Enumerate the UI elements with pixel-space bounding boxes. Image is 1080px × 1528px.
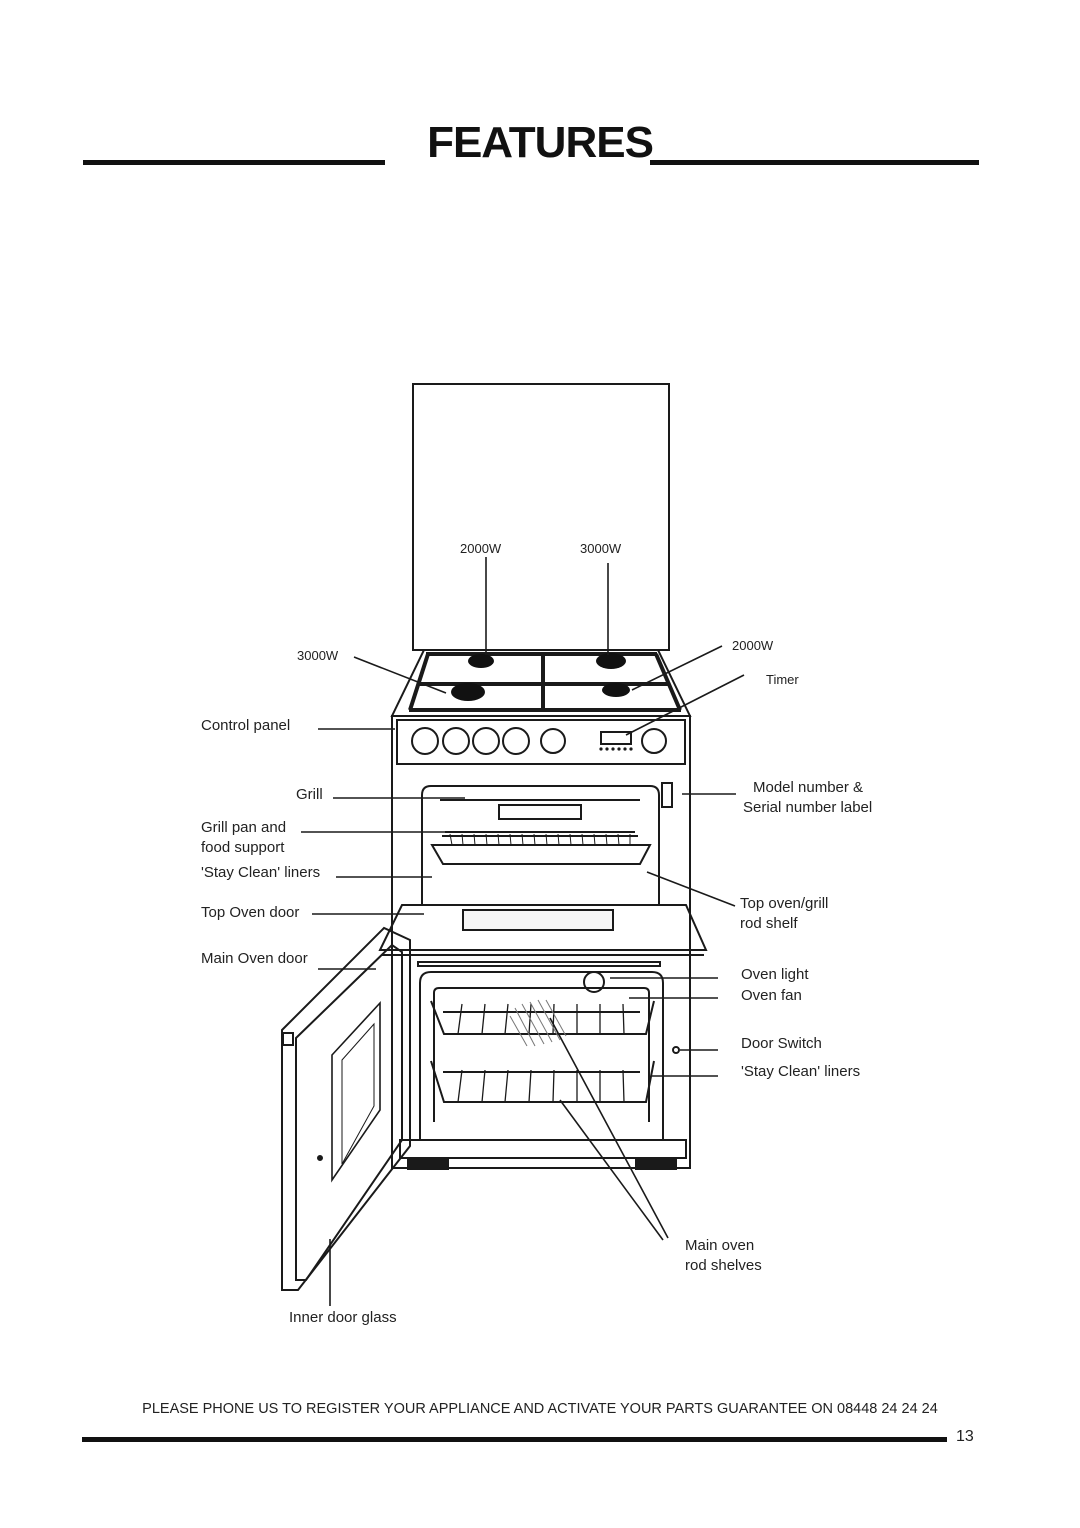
top-oven-cavity [421,785,660,905]
label-timer: Timer [766,672,799,687]
timer-display [600,731,632,745]
grill-rack [449,833,631,846]
label-model-2: Serial number label [743,799,873,816]
burner-back-right [596,653,626,669]
label-main-shelves-2: rod shelves [685,1257,762,1274]
label-stay-clean-main: 'Stay Clean' liners [741,1063,861,1080]
main-oven-door [281,926,411,1291]
page-number: 13 [956,1428,974,1445]
label-grill-pan-2: food support [201,839,285,856]
pan-supports [408,652,682,712]
label-inner-door-glass: Inner door glass [289,1309,397,1326]
footer-note: PLEASE PHONE US TO REGISTER YOUR APPLIAN… [142,1401,938,1417]
label-grill: Grill [296,786,323,803]
title-rule-right [650,160,979,165]
burner-back-left [468,654,494,668]
control-panel-strip [396,719,686,765]
main-shelf-upper [430,1000,655,1035]
timer-buttons [599,747,633,751]
label-model-1: Model number & [753,779,864,796]
door-switch [672,1046,680,1054]
splashback [412,383,670,651]
cooker-body [391,715,691,1169]
main-oven-cavity [419,971,664,1140]
main-shelf-lower [430,1060,655,1103]
label-top-shelf-2: rod shelf [740,915,798,932]
burner-front-right [602,683,630,697]
grill-pan [430,844,652,865]
label-main-oven-door: Main Oven door [201,950,308,967]
label-burner-back-left: 2000W [460,541,502,556]
label-grill-pan-1: Grill pan and [201,819,287,836]
page-title: FEATURES [427,118,654,167]
label-burner-front-right: 2000W [732,638,774,653]
oven-light [583,971,605,993]
leader-lines [301,557,745,1306]
model-label [661,782,673,808]
label-top-shelf-1: Top oven/grill [740,895,829,912]
label-control-panel: Control panel [201,717,291,734]
label-door-switch: Door Switch [741,1035,822,1052]
title-rule-left [83,160,385,165]
label-oven-fan: Oven fan [741,987,802,1004]
control-knobs [411,727,667,755]
main-oven-frame [417,961,661,967]
burners [451,653,630,701]
label-burner-front-left: 3000W [297,648,339,663]
shelf-rods [457,1003,625,1103]
label-burner-back-right: 3000W [580,541,622,556]
burner-front-left [451,683,485,701]
oven-fan [509,999,567,1047]
label-top-oven-door: Top Oven door [201,904,300,921]
grill-element [498,804,582,820]
label-main-shelves-1: Main oven [685,1237,755,1254]
foot-right [635,1159,677,1170]
top-door-glass [462,909,614,931]
foot-left [407,1159,449,1170]
footer-rule [82,1437,947,1442]
base-plinth [399,1139,687,1159]
label-stay-clean-top: 'Stay Clean' liners [201,864,321,881]
label-oven-light: Oven light [741,966,809,983]
inner-door-glass [331,1000,381,1183]
